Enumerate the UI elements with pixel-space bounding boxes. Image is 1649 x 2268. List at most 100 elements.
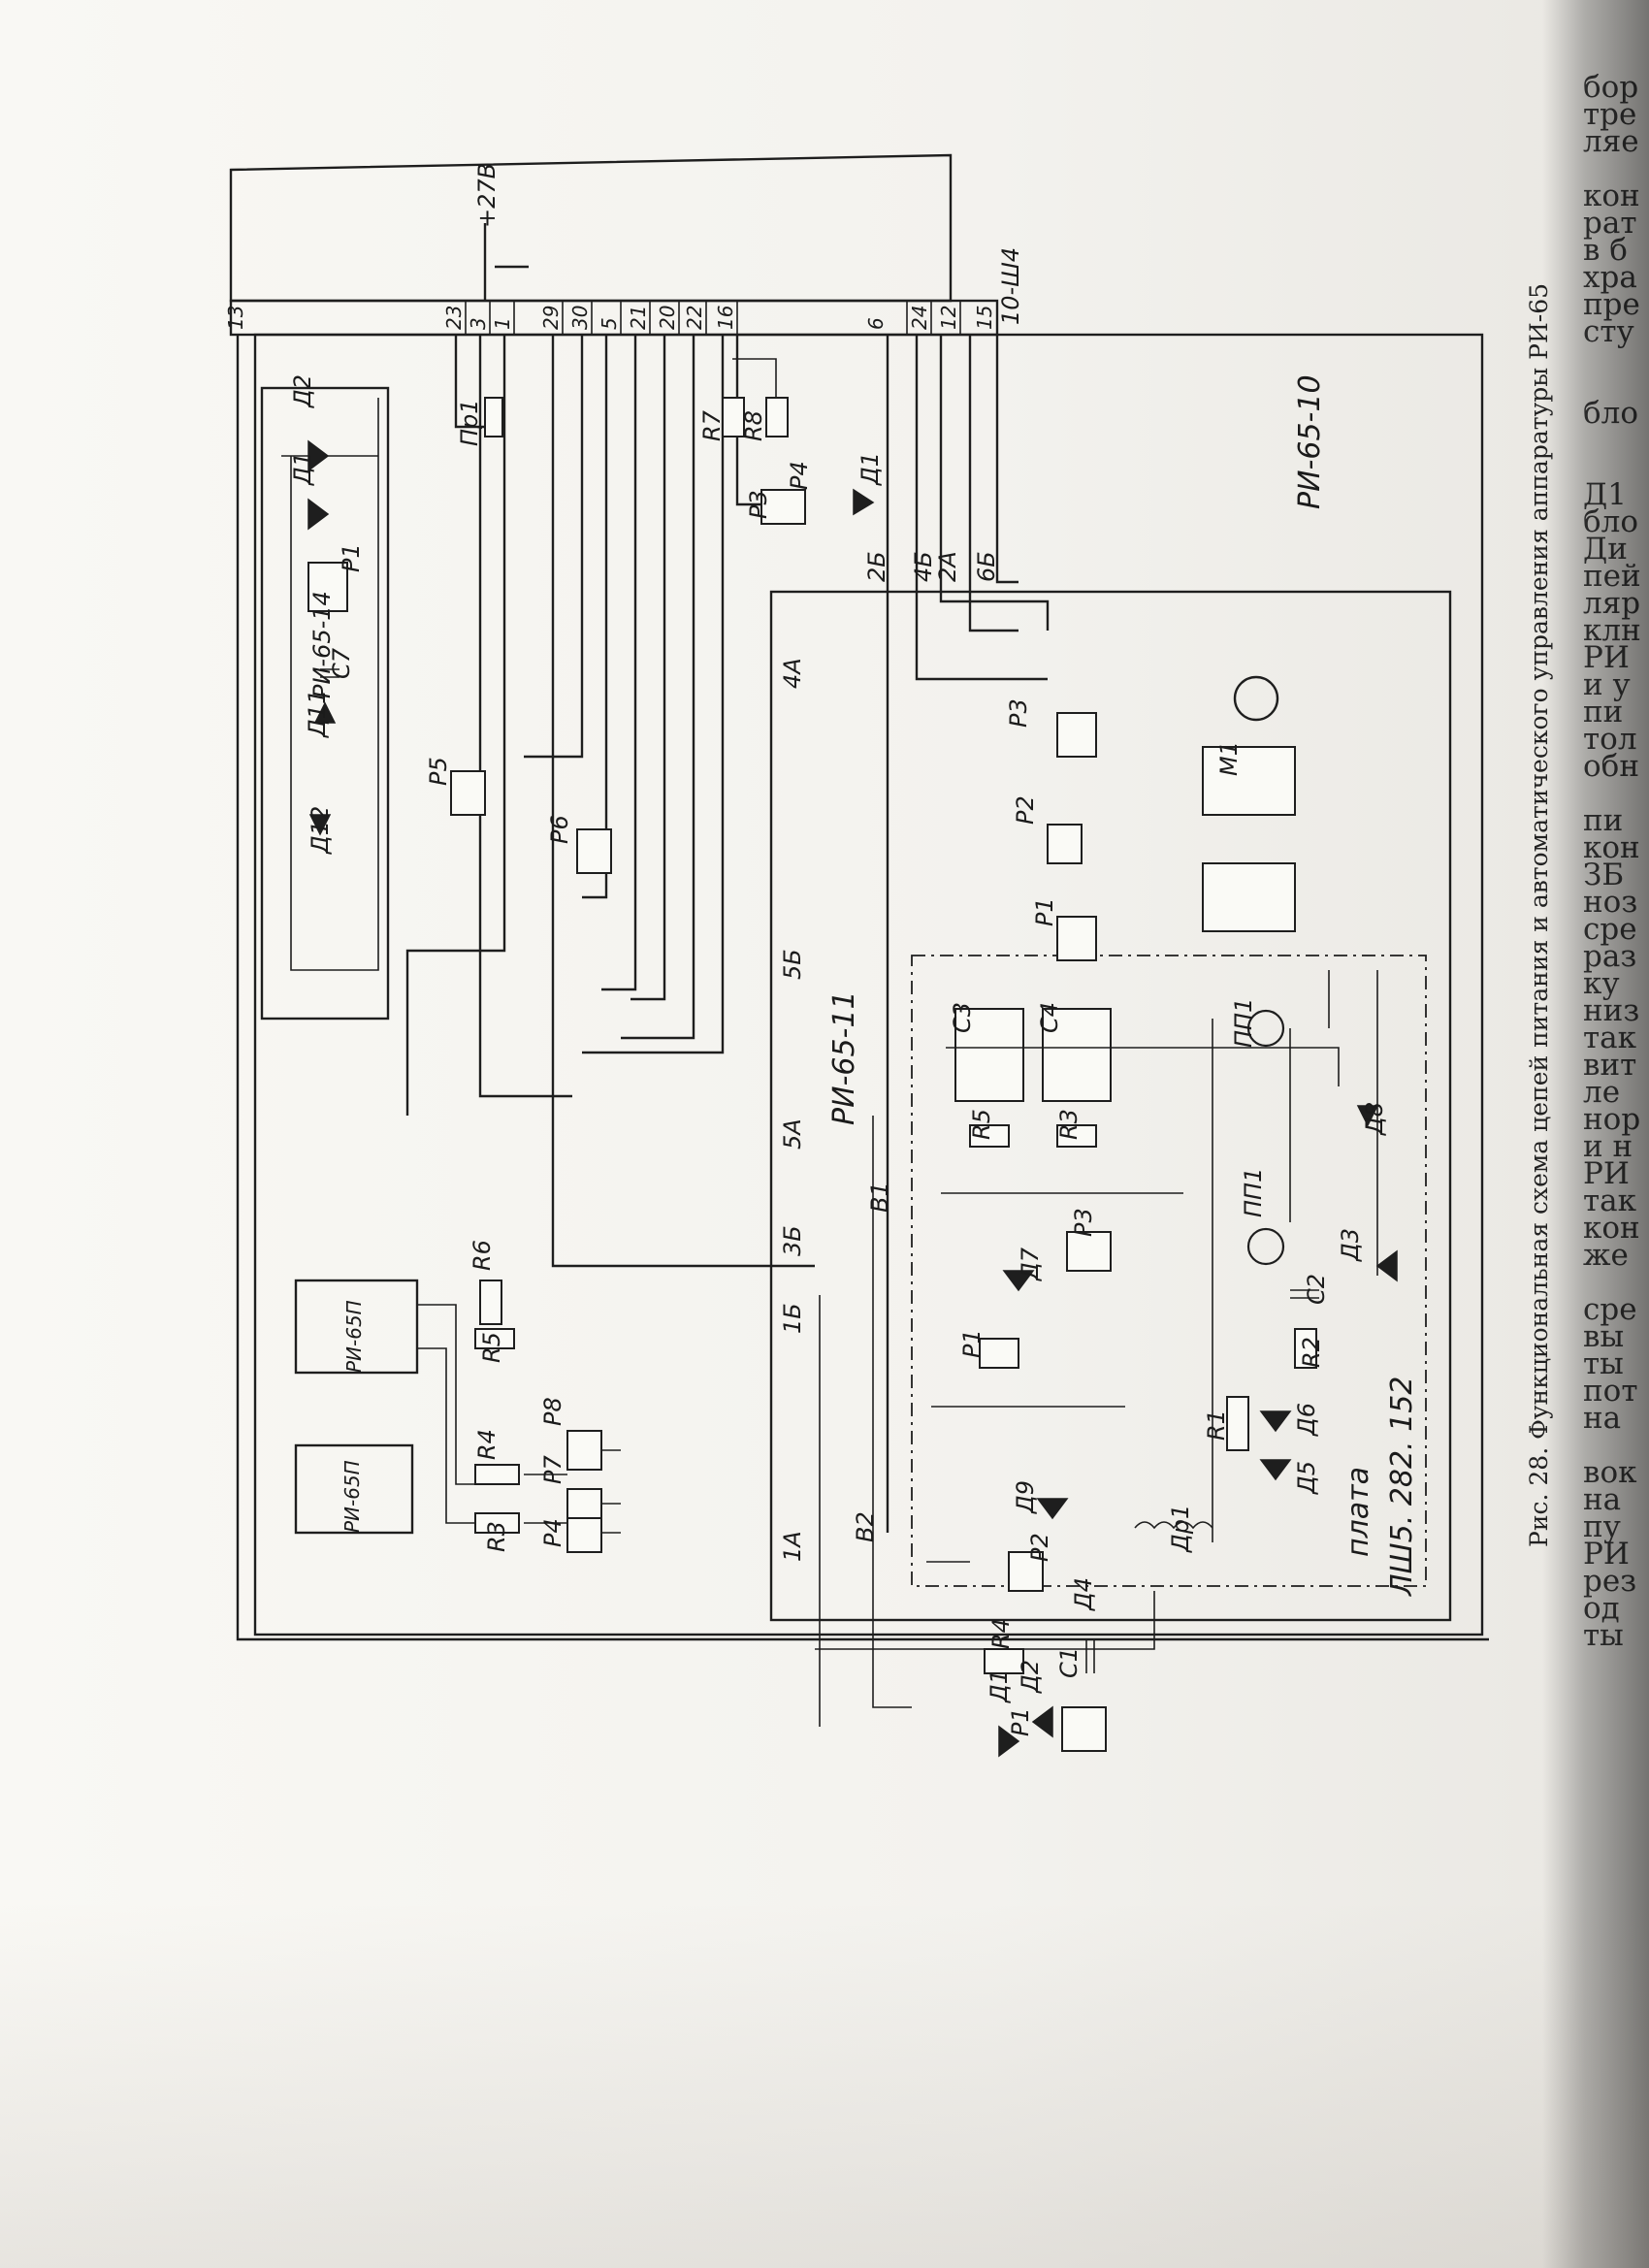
label-d3: Д3	[1337, 1228, 1364, 1262]
label-d2-low: Д2	[1017, 1660, 1044, 1694]
label-r4: R4	[987, 1618, 1015, 1649]
lower-left-elements	[417, 1280, 621, 1553]
outer-return-wire	[236, 335, 1489, 1641]
label-r4-ext: R4	[473, 1429, 501, 1460]
label-c3: С3	[949, 1002, 976, 1033]
pin-label: 1	[491, 317, 514, 330]
label-c4: С4	[1036, 1002, 1063, 1033]
pin-label: 22	[683, 306, 706, 330]
inner-pin-label: 4А	[779, 658, 806, 689]
label-d11: Д11	[304, 690, 331, 738]
control-block-title: РИ-65-11	[827, 990, 861, 1125]
pin-label: 21	[627, 306, 650, 330]
label-d12: Д12	[307, 806, 334, 855]
label-p3-top: Р3	[745, 490, 772, 519]
label-b1: В1	[866, 1182, 893, 1213]
inner-pin-label: 1Б	[779, 1303, 806, 1334]
label-p1-low: Р1	[1007, 1707, 1034, 1736]
board-title: плата	[1342, 1467, 1375, 1557]
label-c2: С2	[1303, 1274, 1330, 1305]
pin-label: 5	[598, 317, 621, 330]
label-c1: С1	[1055, 1647, 1083, 1678]
label-d1: Д1	[289, 452, 316, 486]
label-r5-ext: R5	[478, 1332, 505, 1363]
pin-label: 3	[467, 317, 490, 330]
label-r7: R7	[698, 409, 726, 441]
label-m1: М1	[1215, 741, 1243, 776]
book-spine-shadow	[1542, 0, 1649, 2268]
inner-pin-label: 6Б	[973, 551, 1000, 582]
r7-r8-link	[732, 358, 777, 398]
bus-wires	[405, 335, 1050, 1533]
label-b2: В2	[852, 1511, 879, 1542]
label-d2: Д2	[289, 374, 316, 408]
relay-p3-top	[760, 489, 806, 525]
label-r2: R2	[1298, 1337, 1325, 1368]
inner-pin-label: 2А	[934, 551, 961, 582]
label-pp1-a: ПП1	[1230, 998, 1257, 1048]
label-r6: R6	[469, 1240, 496, 1271]
label-d4: Д4	[1070, 1577, 1097, 1611]
label-r3: R3	[1055, 1109, 1083, 1140]
relay-p6	[576, 828, 612, 874]
power-block-frame	[260, 386, 390, 1021]
inner-pin-label: 4Б	[910, 551, 937, 582]
label-p5: Р5	[425, 757, 452, 786]
label-p7: Р7	[539, 1455, 566, 1484]
diode-d1-top	[853, 488, 875, 516]
relay-a-title: РИ-65П	[342, 1300, 366, 1373]
inner-pin-label: 1А	[779, 1531, 806, 1562]
label-p3-mid: Р3	[1070, 1208, 1097, 1237]
label-d8: Д8	[1361, 1102, 1388, 1136]
label-p4: Р4	[539, 1518, 566, 1547]
label-p1: Р1	[1031, 897, 1058, 926]
pin-label: 20	[656, 306, 679, 330]
relay-block-b	[294, 1443, 414, 1535]
inner-pin-label: 5Б	[779, 949, 806, 980]
main-unit-title: РИ-65-10	[1293, 374, 1327, 509]
power-block-elements	[281, 398, 379, 971]
connector-pin-separators	[465, 301, 998, 335]
label-p4-top: Р4	[786, 461, 813, 490]
control-block-elements	[815, 675, 1398, 1758]
label-r5: R5	[968, 1109, 995, 1140]
label-d5: Д5	[1293, 1461, 1320, 1495]
pin-label: 13	[224, 306, 247, 330]
label-d1-low: Д1	[986, 1669, 1013, 1703]
power-block-title: РИ-65-14	[308, 591, 336, 698]
relay-p5	[450, 770, 486, 816]
resistor-r8	[765, 397, 789, 437]
control-block-frame	[769, 590, 1452, 1622]
label-p8: Р8	[539, 1397, 566, 1426]
pin-label: 24	[908, 306, 931, 330]
board-frame	[911, 955, 1427, 1587]
relay-block-a	[294, 1279, 419, 1375]
label-d9: Д9	[1012, 1480, 1039, 1514]
label-p1-blk: Р1	[338, 543, 365, 572]
label-d6: Д6	[1293, 1403, 1320, 1437]
label-p2-mid: Р2	[1026, 1533, 1053, 1562]
pin-label: 15	[973, 306, 996, 330]
label-p1-mid: Р1	[958, 1329, 986, 1358]
label-pp1-b: ПП1	[1240, 1168, 1267, 1217]
pin-label: 29	[539, 306, 563, 330]
inner-pin-label: 5А	[779, 1118, 806, 1150]
pin-label: 23	[442, 306, 466, 330]
page-bottom-shadow	[0, 1901, 1649, 2268]
supply-label: +27В	[473, 163, 501, 228]
relay-b-title: РИ-65П	[340, 1460, 364, 1533]
label-p6: Р6	[546, 815, 573, 844]
label-pr1: Пр1	[456, 399, 483, 446]
label-d1-top: Д1	[857, 452, 884, 486]
pin-label: 16	[714, 306, 737, 330]
inner-pin-label: 3Б	[779, 1225, 806, 1256]
label-dr1: Др1	[1167, 1505, 1194, 1553]
resistor-r7	[722, 397, 745, 437]
fuse-pr1	[484, 397, 503, 437]
label-r3-ext: R3	[483, 1521, 510, 1552]
label-p3: Р3	[1005, 698, 1032, 728]
label-c7: С7	[328, 647, 355, 679]
board-code: ЛШ5. 282. 152	[1385, 1377, 1419, 1597]
